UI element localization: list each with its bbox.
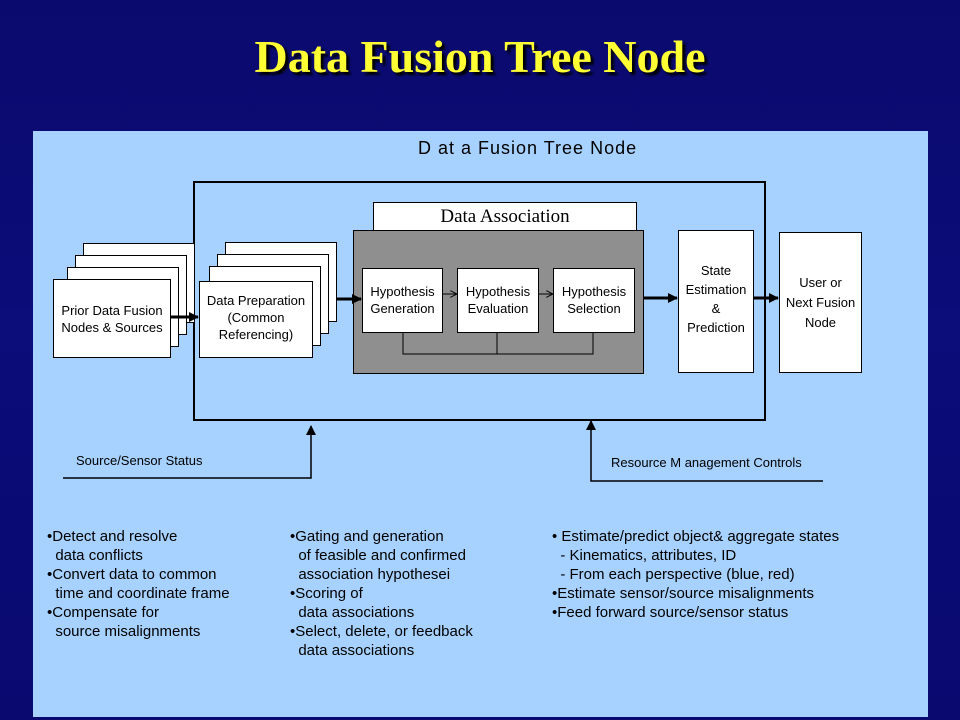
user-node-line1: User or [799,275,842,290]
diagram-panel: D at a Fusion Tree Node Prior Data Fusio… [33,131,928,717]
state-est-line1: State [700,263,732,278]
hyp-gen-line1: Hypothesis [370,284,435,299]
note-line: •Gating and generation [290,528,444,545]
state-est-line4: Prediction [687,320,745,335]
note-line: - Kinematics, attributes, ID [552,547,737,564]
hypothesis-selection-box: Hypothesis Selection [553,268,635,333]
data-preparation-box: Data Preparation (Common Referencing) [199,281,313,358]
state-estimation-box: State Estimation & Prediction [678,230,754,373]
data-prep-line3: Referencing) [218,327,294,342]
note-line: source misalignments [47,623,201,640]
user-node-line2: Next Fusion [785,295,856,310]
state-est-line3: & [711,301,721,316]
note-line: association hypothesei [290,566,451,583]
note-line: •Feed forward source/sensor status [552,604,789,621]
resource-management-label: Resource M anagement Controls [611,455,802,470]
connector-arrows [63,131,823,482]
hypothesis-feedback-loop [402,333,594,355]
prior-source-line1: Prior Data Fusion [61,303,163,318]
user-next-node-box: User or Next Fusion Node [779,232,862,373]
state-est-line2: Estimation [685,282,747,297]
hyp-sel-line2: Selection [567,301,621,316]
note-line: time and coordinate frame [47,585,230,602]
data-association-label: Data Association [373,202,637,230]
hypothesis-evaluation-box: Hypothesis Evaluation [457,268,539,333]
note-line: data associations [290,604,415,621]
notes-column-association: •Gating and generation of feasible and c… [290,527,473,660]
source-status-line [63,425,316,479]
notes-column-estimation: • Estimate/predict object& aggregate sta… [552,527,839,622]
hypothesis-generation-box: Hypothesis Generation [362,268,443,333]
user-node-line3: Node [804,315,837,330]
prior-source-line2: Nodes & Sources [61,320,163,335]
note-line: data conflicts [47,547,143,564]
hyp-eval-line1: Hypothesis [465,284,531,299]
note-line: of feasible and confirmed [290,547,466,564]
prior-data-fusion-box: Prior Data Fusion Nodes & Sources [53,279,171,358]
data-prep-line2: (Common [227,310,285,325]
note-line: • Estimate/predict object& aggregate sta… [552,528,840,545]
notes-column-preparation: •Detect and resolve data conflicts •Conv… [47,527,230,641]
hyp-eval-line2: Evaluation [467,301,529,316]
slide-title: Data Fusion Tree Node [254,31,706,82]
note-line: •Estimate sensor/source misalignments [552,585,815,602]
note-line: •Convert data to common [47,566,217,583]
resource-controls-line [586,420,823,482]
note-line: •Detect and resolve [47,528,178,545]
note-line: •Select, delete, or feedback [290,623,473,640]
note-line: •Compensate for [47,604,159,621]
hyp-sel-line1: Hypothesis [561,284,627,299]
source-sensor-status-label: Source/Sensor Status [76,453,203,468]
hyp-gen-line2: Generation [370,301,435,316]
note-line: - From each perspective (blue, red) [552,566,795,583]
data-prep-line1: Data Preparation [206,293,306,308]
note-line: data associations [290,642,415,659]
note-line: •Scoring of [290,585,363,602]
diagram-title: D at a Fusion Tree Node [418,138,638,158]
